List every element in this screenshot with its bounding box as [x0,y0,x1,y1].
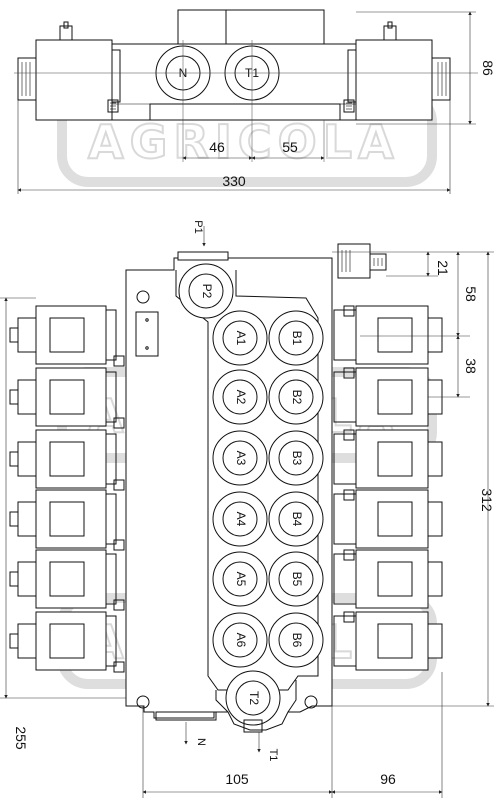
svg-text:A1: A1 [234,331,248,346]
svg-text:P2: P2 [200,284,214,299]
svg-text:A4: A4 [234,512,248,527]
left-solenoid-4 [9,489,125,551]
svg-text:B5: B5 [290,572,304,587]
right-solenoid-5 [333,549,443,609]
a-ports: A1 A2 A3 A4 A5 A6 [212,310,268,668]
top-view: N T1 86 46 55 330 [14,9,496,194]
svg-text:A5: A5 [234,572,248,587]
svg-text:A6: A6 [234,633,248,648]
right-solenoid-stack [333,305,443,671]
right-solenoid-6 [333,611,443,671]
left-solenoid-nut [17,57,37,101]
port-b6: B6 [268,612,324,668]
dim-330: 330 [222,173,246,189]
port-a2: A2 [212,369,268,425]
bottom-t1-fitting [243,719,263,733]
left-solenoid-stack [9,305,125,673]
dim-58: 58 [463,286,479,302]
port-b2: B2 [268,369,324,425]
right-solenoid-1 [333,305,443,365]
svg-text:B3: B3 [290,451,304,466]
label-bottom-n: N [195,738,207,746]
port-p2: P2 [178,263,234,319]
left-solenoid-1 [9,305,125,367]
svg-text:B4: B4 [290,512,304,527]
dim-55: 55 [282,139,298,155]
svg-text:A2: A2 [234,390,248,405]
port-a6: A6 [212,612,268,668]
dim-96: 96 [380,771,396,787]
left-solenoid-5 [9,549,125,611]
front-view: P2 T2 [0,220,495,798]
port-a5: A5 [212,551,268,607]
svg-text:T2: T2 [247,691,261,705]
port-a4: A4 [212,491,268,547]
port-t2: T2 [225,670,281,726]
port-b4: B4 [268,491,324,547]
svg-text:B1: B1 [290,331,304,346]
right-solenoid-2 [333,367,443,427]
right-solenoid-4 [333,489,443,549]
port-b1: B1 [268,310,324,366]
dim-38: 38 [463,358,479,374]
dim-46: 46 [209,139,225,155]
port-b5: B5 [268,551,324,607]
port-a3: A3 [212,430,268,486]
label-plate [135,311,159,357]
svg-text:A3: A3 [234,451,248,466]
right-solenoid-nut [431,57,451,101]
left-solenoid-coil [35,39,113,121]
left-solenoid-3 [9,429,125,491]
port-a1: A1 [212,310,268,366]
left-solenoid-6 [9,611,125,673]
label-bottom-t1: T1 [267,749,279,762]
b-ports: B1 B2 B3 B4 B5 B6 [268,310,324,668]
svg-text:B6: B6 [290,633,304,648]
svg-text:B2: B2 [290,390,304,405]
left-solenoid-2 [9,367,125,429]
relief-valve [337,243,371,279]
svg-text:AGRICOLA: AGRICOLA [88,115,400,169]
dim-105: 105 [225,771,249,787]
mount-hole-bottom-right [304,695,318,709]
mount-hole-top-left [136,290,150,304]
label-p1: P1 [192,220,204,233]
dim-86: 86 [480,60,496,76]
right-solenoid-3 [333,429,443,489]
dim-21: 21 [435,260,451,276]
dim-255: 255 [13,726,29,750]
right-solenoid-coil [355,39,433,121]
port-b3: B3 [268,430,324,486]
bottom-n-fitting [155,711,217,721]
dim-312: 312 [479,488,495,512]
